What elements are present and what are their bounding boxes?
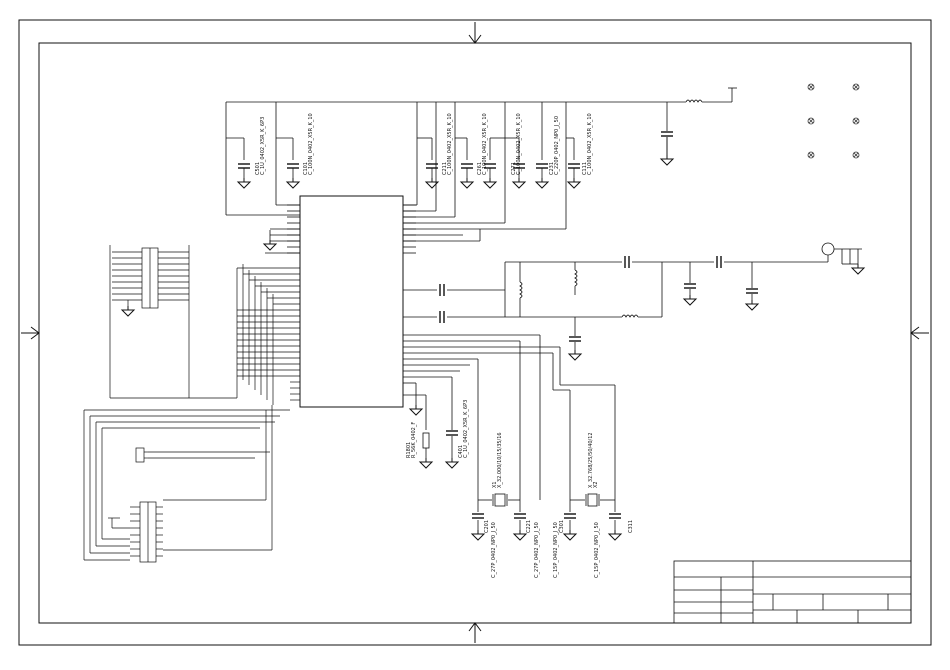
crystal-nets: [403, 334, 616, 530]
connector-j1: [112, 247, 189, 309]
label-c401-ref: C401: [458, 445, 464, 458]
label-c231-ref: C231: [549, 162, 555, 175]
label-x1-value: X_32.000/10/15/35/16: [497, 432, 503, 488]
label-x2-value: X_32.768/25/50/40/12: [588, 432, 594, 488]
left-bus: [83, 228, 300, 561]
label-c311-ref: C311: [628, 520, 634, 533]
label-c101-ref: C101: [303, 162, 309, 175]
rf-caps: [439, 255, 759, 342]
label-c111-value: C_100N_0402_X5R_K_10: [587, 113, 593, 175]
label-r1801-value: R_56K_0402_F: [411, 422, 417, 458]
component-labels: C501 C_1U_0402_X5R_K_6P3 C101 C_100N_040…: [255, 113, 634, 578]
ic-pins: [287, 204, 416, 254]
label-c201-ref: C201: [484, 520, 490, 533]
label-c101-value: C_100N_0402_X5R_K_10: [308, 113, 314, 175]
connector-j2: [135, 447, 148, 463]
connector-j3: [130, 501, 163, 563]
label-c211-ref: C211: [442, 162, 448, 175]
power-rail: [225, 87, 737, 242]
label-c221-value: C_27P_0402_NP0_J_50: [534, 522, 540, 578]
label-c221-ref: C221: [526, 520, 532, 533]
label-c111-ref: C111: [582, 162, 588, 175]
label-x1-ref: X1: [492, 481, 498, 488]
label-c501-ref: C501: [255, 162, 261, 175]
label-r1801-ref: R1801: [406, 442, 412, 458]
main-ic: [299, 195, 404, 408]
label-c211-value: C_100N_0402_X5R_K_10: [447, 113, 453, 175]
label-c261-value: C_100N_0402_X5R_K_10: [482, 113, 488, 175]
label-c501-value: C_1U_0402_X5R_K_6P3: [260, 117, 266, 175]
label-x2-ref: X2: [593, 481, 599, 488]
label-c271-value: C_100N_0402_X5R_K_10: [516, 113, 522, 175]
label-c311-value: C_15P_0402_NP0_J_50: [594, 522, 600, 578]
label-c261-ref: C261: [477, 162, 483, 175]
crystal-caps: [445, 430, 622, 519]
label-c201-value: C_27P_0402_NP0_J_50: [491, 522, 497, 578]
label-c301-ref: C301: [559, 520, 565, 533]
border-arrows: [21, 22, 929, 643]
rf-section: [403, 242, 862, 350]
ground-symbols: [121, 137, 865, 541]
mounting-holes: [807, 83, 860, 159]
label-c401-value: C_1U_0402_X5R_K_6P3: [463, 400, 469, 458]
label-c301-value: C_15P_0402_NP0_J_50: [553, 522, 559, 578]
label-c231-value: C_220P_0402_NP0_J_50: [554, 116, 560, 175]
label-c271-ref: C271: [511, 162, 517, 175]
title-block: [673, 560, 912, 624]
